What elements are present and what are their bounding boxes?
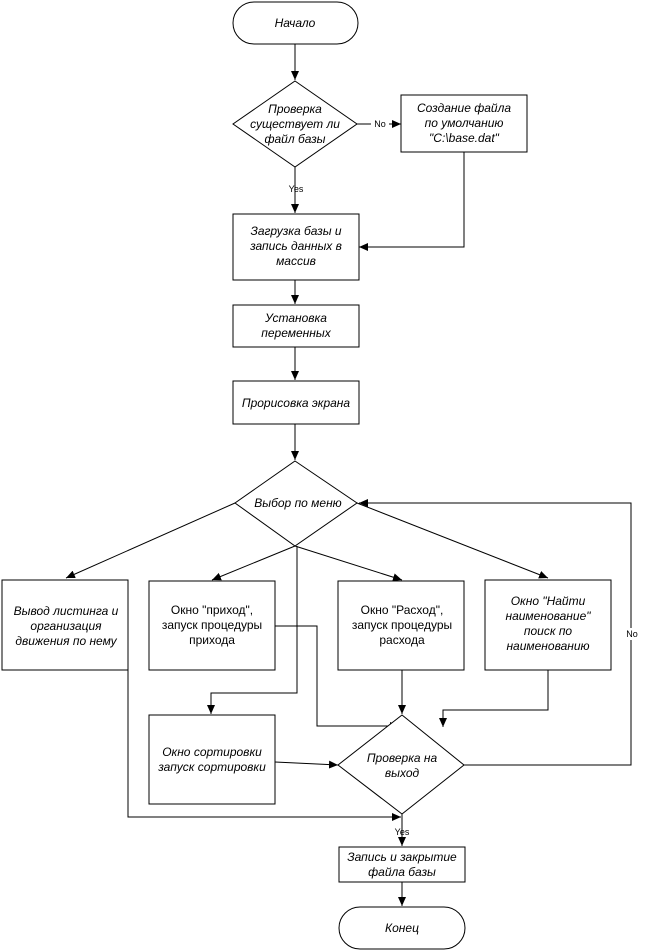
load-base-label-3: массив [276, 254, 316, 268]
end-terminator [338, 906, 466, 950]
find-name-label-4: наименованию [506, 639, 589, 653]
menu-choice-label: Выбор по меню [254, 496, 341, 510]
edge-label-yes-save: Yes [395, 827, 410, 837]
edge-sort-to-exit [274, 760, 339, 769]
edge-income-to-exit [275, 625, 399, 730]
start-label: Начало [275, 16, 316, 30]
load-base-label-1: Загрузка базы и [250, 224, 341, 238]
edge-menu-to-listing [65, 502, 236, 579]
listing-label-2: организация [30, 619, 102, 633]
listing-label-3: движения по нему [15, 634, 117, 648]
set-vars-process [232, 304, 360, 348]
load-base-process [232, 213, 360, 281]
expense-label-2: запуск процедуры [352, 618, 452, 632]
sort-label-1: Окно сортировки [162, 745, 262, 759]
listing-process [1, 579, 129, 671]
save-close-process [338, 846, 466, 883]
income-label-2: запуск процедуры [162, 618, 262, 632]
check-file-decision [232, 80, 358, 168]
load-base-label-2: запись данных в [249, 239, 342, 253]
expense-process [337, 580, 465, 671]
save-close-label-1: Запись и закрытие [347, 850, 457, 864]
edge-listing-to-save [127, 640, 401, 821]
menu-choice-decision [234, 460, 358, 547]
edge-menu-to-expense [294, 545, 403, 582]
end-label: Конец [385, 921, 419, 935]
edge-label-no-create: No [374, 119, 386, 129]
edge-menu-to-find [356, 502, 549, 579]
edge-create-to-load [359, 152, 465, 251]
check-file-label-3: файл базы [264, 132, 325, 146]
income-label-1: Окно "приход", [171, 603, 253, 617]
income-process [148, 580, 276, 671]
check-exit-label-1: Проверка на [367, 751, 438, 765]
set-vars-label-1: Установка [264, 311, 327, 325]
draw-screen-label: Прорисовка экрана [242, 396, 351, 410]
edge-label-no-loop: No [626, 629, 638, 639]
create-default-process [400, 94, 528, 153]
find-name-label-2: наименование" [505, 609, 591, 623]
start-terminator [232, 1, 359, 45]
find-name-label-3: поиск по [524, 624, 573, 638]
find-name-label-1: Окно "Найти [511, 594, 586, 608]
edge-find-to-exit [439, 670, 549, 727]
sort-label-2: запуск сортировки [157, 760, 266, 774]
check-file-label-1: Проверка [268, 102, 322, 116]
save-close-label-2: файла базы [368, 865, 436, 879]
sort-process [148, 714, 276, 805]
create-default-label-1: Создание файла [417, 101, 511, 115]
edge-menu-to-sort [207, 546, 298, 714]
income-label-3: прихода [189, 633, 235, 647]
edge-menu-to-income [211, 545, 296, 581]
expense-label-1: Окно "Расход", [361, 603, 444, 617]
check-exit-decision [337, 714, 465, 815]
listing-label-1: Вывод листинга и [14, 604, 119, 618]
create-default-label-3: "C:\base.dat" [429, 131, 500, 145]
expense-label-3: расхода [379, 633, 425, 647]
find-name-process [484, 579, 612, 671]
set-vars-label-2: переменных [261, 326, 331, 340]
create-default-label-2: по умолчанию [425, 116, 504, 130]
draw-screen-process [232, 380, 360, 425]
check-exit-label-2: выход [385, 766, 420, 780]
edge-label-yes-load: Yes [289, 184, 304, 194]
check-file-label-2: существует ли [250, 117, 340, 131]
